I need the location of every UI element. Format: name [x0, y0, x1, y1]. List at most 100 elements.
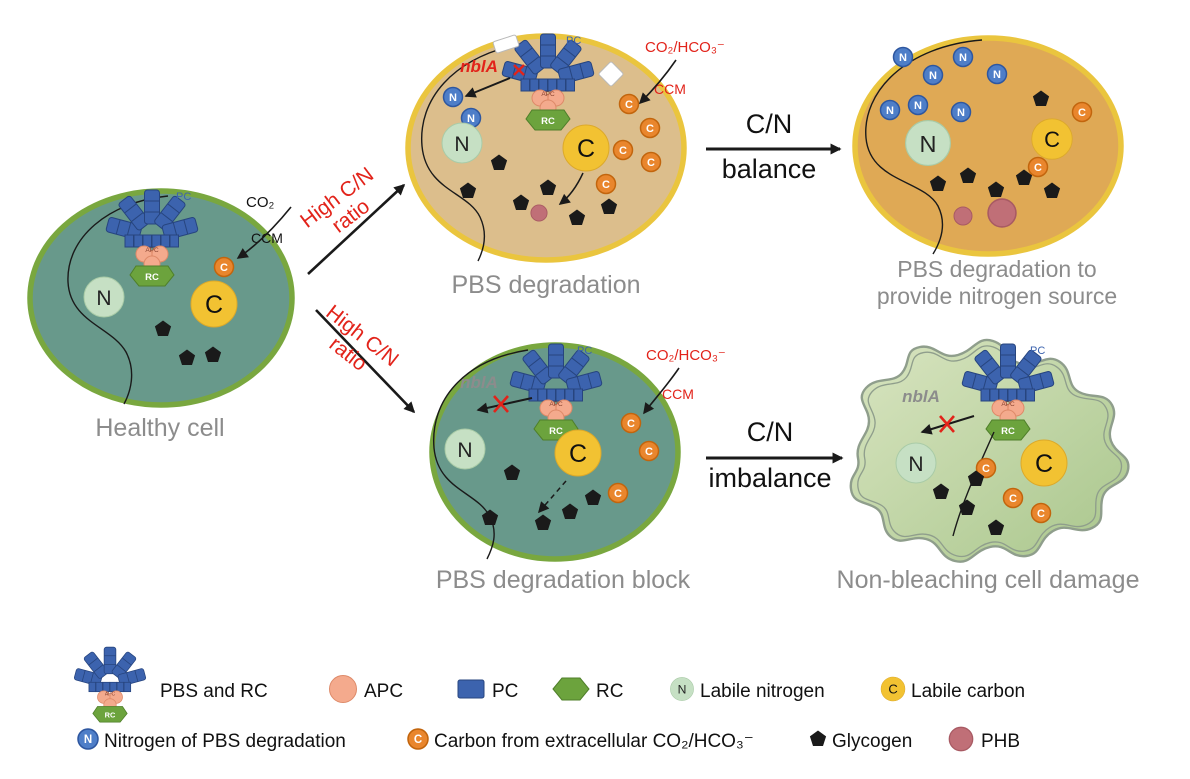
nitrogen-degradation-icon [952, 46, 974, 68]
branch-top: High C/N ratio [296, 163, 406, 275]
pc-legend-icon [457, 679, 485, 699]
labile-carbon-icon [190, 280, 238, 328]
pc-label: PC [577, 345, 592, 357]
balance-label: balance [722, 154, 817, 184]
healthy-cell: PC CO₂ CCM Healthy cell [27, 188, 295, 442]
ccm-label: CCM [662, 386, 694, 402]
labile-carbon-icon [1020, 439, 1068, 487]
carbon-extracellular-icon [595, 173, 617, 195]
legend-rc-label: RC [596, 681, 623, 702]
apc-legend-icon [329, 675, 357, 703]
high-cn-arrow-bottom [315, 309, 416, 414]
carbon-to-phb-arrow [558, 172, 584, 205]
pbs-legend-icon [73, 646, 147, 723]
cn-balance-transition: C/N balance [706, 109, 842, 184]
carbon-extracellular-icon [618, 93, 640, 115]
nitrogen-degradation-icon [879, 99, 901, 121]
labile-nitrogen-icon [444, 428, 486, 470]
legend-labile-carbon-label: Labile carbon [911, 681, 1025, 702]
labile-nitrogen-icon [895, 442, 937, 484]
blocked-storage-arrow [537, 480, 567, 514]
carbon-extracellular-icon [607, 482, 629, 504]
nbla-block-x [493, 395, 509, 413]
divider-curve [67, 195, 169, 405]
degraded-pc-piece [492, 34, 520, 54]
nitrogen-source-caption-line2: provide nitrogen source [877, 283, 1117, 309]
carbon-extracellular-icon [1071, 101, 1093, 123]
damaged-cell: PC nblA Non-bleaching cell damage [837, 338, 1140, 594]
phb-icon [953, 206, 973, 226]
legend-labile-nitrogen-label: Labile nitrogen [700, 681, 825, 702]
cn-label: C/N [746, 109, 793, 139]
nbla-label: nblA [902, 387, 940, 406]
nbla-label: nblA [460, 57, 498, 76]
nitrogen-source-cell: PBS degradation to provide nitrogen sour… [852, 35, 1124, 309]
nbla-cut-mark [513, 64, 525, 76]
phb-icon [530, 204, 548, 222]
labile-carbon-icon [554, 429, 602, 477]
carbon-extracellular-legend-icon [407, 728, 429, 750]
imbalance-label: imbalance [708, 463, 831, 493]
pbs-block-caption: PBS degradation block [436, 566, 691, 594]
carbon-extracellular-icon [638, 440, 660, 462]
co2-uptake-arrow [236, 206, 292, 259]
branch-bottom: High C/N ratio [315, 301, 416, 414]
pbs-degradation-caption: PBS degradation [451, 271, 640, 299]
nitrogen-degradation-icon [907, 94, 929, 116]
pc-label: PC [1030, 345, 1045, 357]
pc-label: PC [176, 191, 191, 203]
healthy-cell-caption: Healthy cell [95, 414, 224, 442]
legend-row-2: Nitrogen of PBS degradation Carbon from … [77, 726, 1020, 752]
high-cn-label-top: High C/N ratio [296, 163, 378, 238]
legend-glycogen-label: Glycogen [832, 731, 912, 752]
legend-phb-label: PHB [981, 731, 1020, 752]
carbon-extracellular-icon [1027, 156, 1049, 178]
nbla-arrow [476, 397, 533, 414]
degraded-pc-piece [598, 61, 624, 87]
nbla-block-x [939, 415, 955, 433]
legend-nitrogen-pbs-label: Nitrogen of PBS degradation [104, 731, 346, 752]
carbon-extracellular-icon [213, 256, 235, 278]
high-cn-arrow-top [307, 183, 406, 275]
nitrogen-degradation-icon [892, 46, 914, 68]
pbs-degradation-block-cell: PC nblA CO₂/HCO₃⁻ CCM PBS degradation bl… [429, 342, 726, 594]
nbla-arrow [464, 77, 511, 98]
labile-nitrogen-icon [905, 120, 951, 166]
divider-curve [421, 43, 521, 262]
carbon-extracellular-icon [1002, 487, 1024, 509]
co2-hco3-label: CO₂/HCO₃⁻ [645, 39, 725, 56]
healthy-cell-membrane [27, 188, 295, 408]
labile-carbon-legend-icon [880, 676, 906, 702]
carbon-extracellular-icon [640, 151, 662, 173]
legend-row-1: PBS and RC APC PC RC Labile nitrogen Lab… [73, 646, 1025, 723]
bleached-cell-membrane [852, 35, 1124, 257]
pbs-degradation-cell: PC nblA CO₂/HCO₃⁻ CCM PBS degradation [405, 33, 725, 299]
labile-nitrogen-legend-icon [670, 677, 694, 701]
carbon-extracellular-icon [620, 412, 642, 434]
legend-pc-label: PC [492, 681, 518, 702]
carbon-extracellular-icon [1030, 502, 1052, 524]
legend-pbs-label: PBS and RC [160, 681, 268, 702]
damaged-cell-caption: Non-bleaching cell damage [837, 566, 1140, 594]
rc-legend-icon [552, 677, 590, 701]
legend: PBS and RC APC PC RC Labile nitrogen Lab… [73, 646, 1025, 752]
co2-uptake-arrow [643, 367, 680, 415]
carbon-extracellular-icon [612, 139, 634, 161]
nbla-label: nblA [460, 373, 498, 392]
nitrogen-degradation-icon [950, 101, 972, 123]
nitrogen-degradation-icon [442, 86, 464, 108]
co2-label: CO₂ [246, 194, 275, 211]
high-cn-label-bottom: High C/N ratio [322, 301, 403, 376]
nitrogen-degradation-legend-icon [77, 728, 99, 750]
nitrogen-source-caption-line1: PBS degradation to [897, 256, 1096, 282]
divider-curve [433, 349, 529, 560]
carbon-extracellular-icon [639, 117, 661, 139]
legend-apc-label: APC [364, 681, 403, 702]
pc-label: PC [566, 35, 581, 47]
legend-carbon-extracellular-label: Carbon from extracellular CO₂/HCO₃⁻ [434, 731, 754, 752]
glycogen-legend-icon [809, 730, 827, 746]
nitrogen-degradation-icon [922, 64, 944, 86]
phb-legend-icon [948, 726, 974, 752]
